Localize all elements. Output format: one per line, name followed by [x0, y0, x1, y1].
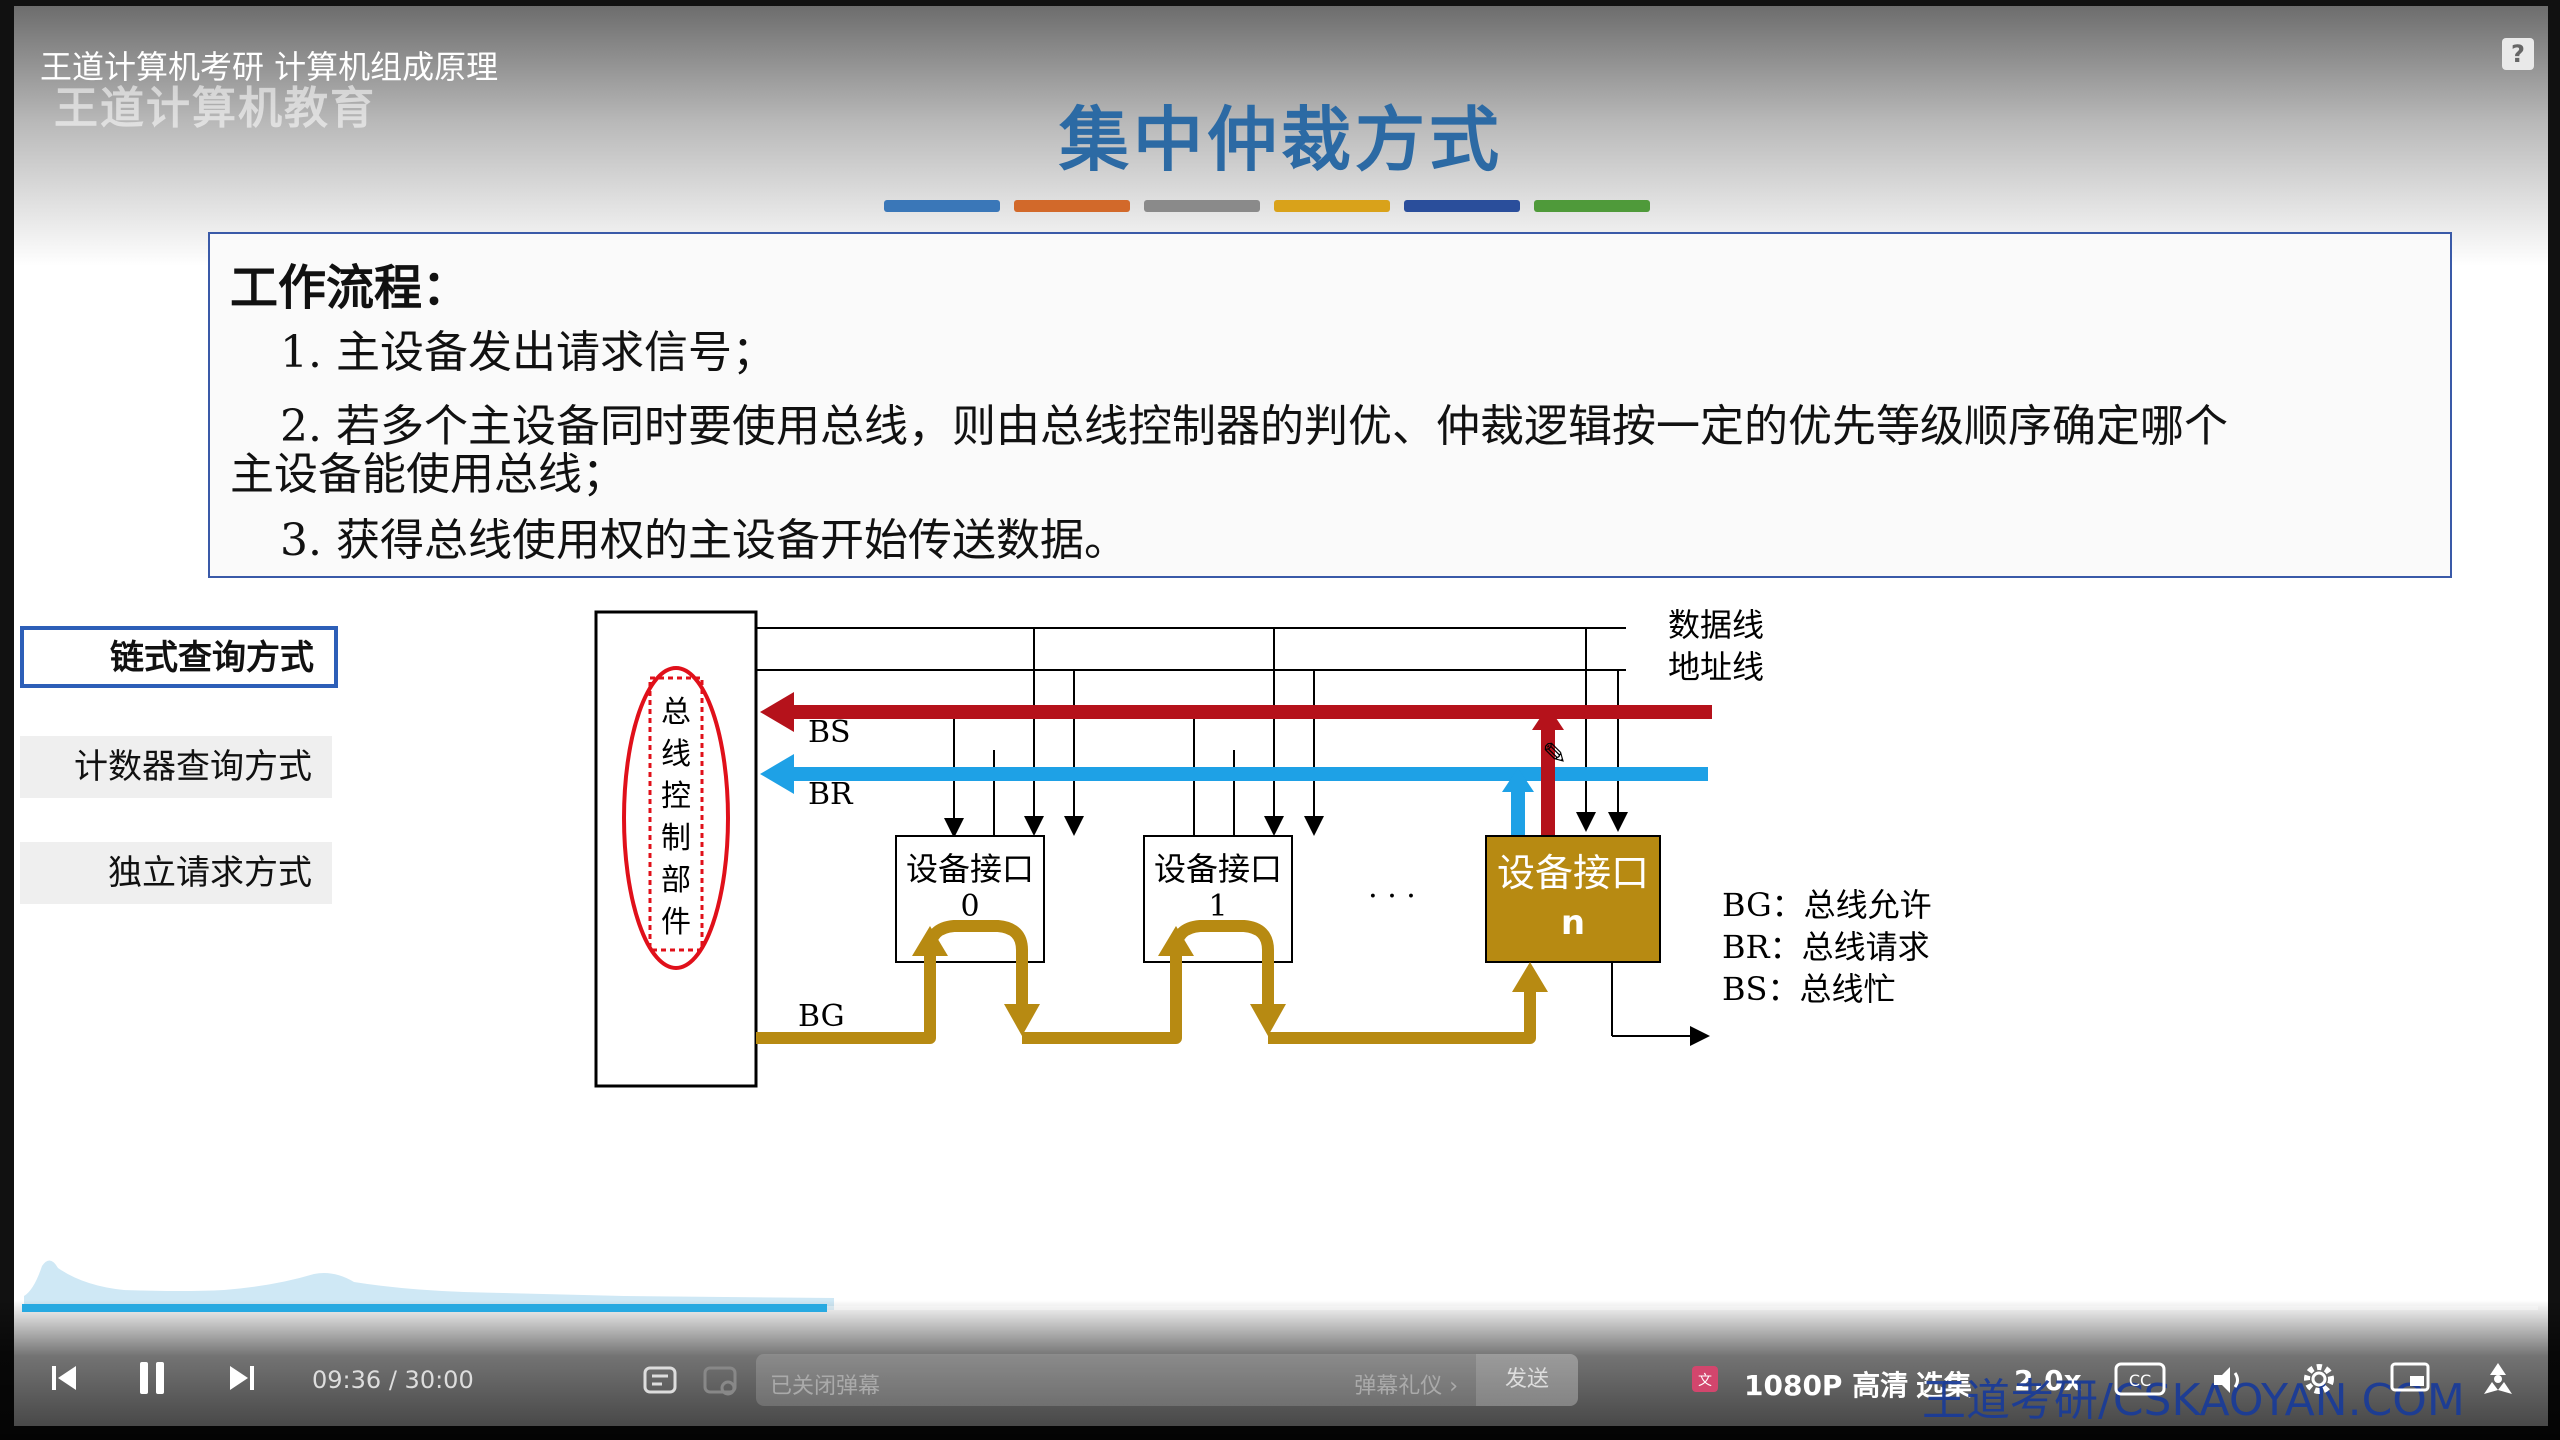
workflow-box: 工作流程： 1. 主设备发出请求信号； 2. 若多个主设备同时要使用总线，则由总…	[208, 232, 2452, 578]
bs-arrowhead	[760, 692, 794, 732]
help-icon[interactable]: ?	[2502, 38, 2534, 70]
controller-char: 控	[661, 779, 691, 814]
menu-item-independent-request[interactable]: 独立请求方式	[20, 842, 332, 904]
controller-char: 件	[661, 905, 691, 940]
translate-icon[interactable]: 文	[1690, 1364, 1720, 1394]
time-separator: /	[388, 1366, 397, 1394]
player-controls	[0, 1300, 2560, 1440]
watermark-bottom-right: 王道考研/CSKAOYAN.COM	[1922, 1375, 2465, 1426]
controller-char: 总	[661, 695, 691, 730]
br-arrowhead	[760, 754, 794, 794]
danmu-settings-icon[interactable]	[702, 1362, 738, 1398]
controller-highlight-circle	[622, 666, 730, 970]
watermark-top-left: 王道计算机教育	[54, 83, 376, 134]
quality-selector[interactable]: 1080P 高清	[1744, 1369, 1909, 1402]
time-display: 09:36 / 30:00	[312, 1366, 474, 1394]
workflow-step: 主设备能使用总线；	[230, 449, 626, 500]
devices-ellipsis: · · ·	[1368, 879, 1416, 914]
picture-in-picture-icon[interactable]	[2390, 1362, 2430, 1396]
progress-track[interactable]	[22, 1306, 2538, 1310]
svg-text:CC: CC	[2129, 1371, 2151, 1390]
accent-bar	[884, 200, 1000, 212]
accent-bar	[1144, 200, 1260, 212]
device-0-label: 设备接口	[906, 850, 1034, 888]
svg-text:文: 文	[1698, 1373, 1712, 1389]
pause-icon[interactable]	[136, 1360, 168, 1396]
speed-selector[interactable]: 2.0x	[2014, 1364, 2082, 1397]
episodes-button[interactable]: 选集	[1916, 1369, 1973, 1402]
workflow-step: 1. 主设备发出请求信号；	[280, 327, 776, 378]
controller-char: 线	[661, 737, 691, 772]
fullscreen-icon[interactable]	[2478, 1360, 2518, 1398]
data-line-label: 数据线	[1668, 606, 1764, 644]
legend-br: BR：总线请求	[1722, 928, 1930, 966]
top-gradient	[14, 6, 2548, 266]
time-total: 30:00	[404, 1366, 474, 1394]
menu-item-counter-query[interactable]: 计数器查询方式	[20, 736, 332, 798]
accent-bar	[1014, 200, 1130, 212]
video-area[interactable]: 集中仲裁方式 王道计算机考研 计算机组成原理 王道计算机教育 ? 工作流程： 1…	[14, 6, 2548, 1426]
legend-bs: BS：总线忙	[1722, 970, 1895, 1008]
title-accent-bars	[884, 200, 1650, 212]
time-current: 09:36	[312, 1366, 382, 1394]
device-n-bs-arrow	[1532, 706, 1564, 730]
bg-label: BG	[798, 999, 845, 1034]
br-label: BR	[808, 777, 854, 812]
subtitle-icon[interactable]: CC	[2114, 1362, 2166, 1396]
volume-icon[interactable]	[2210, 1362, 2246, 1398]
slide-title: 集中仲裁方式	[1059, 98, 1503, 181]
previous-icon[interactable]	[48, 1362, 80, 1394]
device-connectors	[944, 628, 1710, 1046]
device-0-index: 0	[960, 889, 979, 924]
bg-chain	[756, 920, 1536, 1044]
bus-arbitration-diagram: 总 线 控 制 部 件 数据线 地址线	[582, 600, 1958, 1092]
legend-bg: BG：总线允许	[1722, 886, 1932, 924]
accent-bar	[1404, 200, 1520, 212]
next-icon[interactable]	[226, 1362, 258, 1394]
diagram-svg: 总 线 控 制 部 件 数据线 地址线	[594, 606, 1932, 1088]
controller-char: 部	[661, 863, 691, 898]
bg-arrowheads	[912, 926, 1548, 1036]
device-1-label: 设备接口	[1154, 850, 1282, 888]
accent-bar	[1534, 200, 1650, 212]
bus-controller-box	[594, 610, 758, 1088]
danmu-placeholder: 已关闭弹幕	[770, 1374, 881, 1399]
accent-bar	[1274, 200, 1390, 212]
send-button[interactable]: 发送	[1476, 1354, 1578, 1406]
bs-label: BS	[808, 715, 851, 750]
danmu-input[interactable]: 已关闭弹幕 弹幕礼仪 ›	[756, 1354, 1476, 1406]
device-n-index: n	[1561, 903, 1585, 943]
controller-char: 制	[661, 821, 691, 856]
workflow-step: 2. 若多个主设备同时要使用总线，则由总线控制器的判优、仲裁逻辑按一定的优先等级…	[280, 401, 2228, 452]
workflow-step: 3. 获得总线使用权的主设备开始传送数据。	[280, 515, 1128, 566]
menu-item-daisy-chain[interactable]: 链式查询方式	[20, 626, 338, 688]
workflow-heading: 工作流程：	[230, 260, 471, 316]
settings-gear-icon[interactable]	[2300, 1360, 2338, 1398]
pencil-cursor-icon: ✎	[1542, 737, 1567, 772]
audio-waveform	[24, 1260, 834, 1310]
address-line-label: 地址线	[1668, 648, 1764, 686]
device-n-br-arrow	[1502, 768, 1534, 792]
course-title: 王道计算机考研 计算机组成原理	[40, 48, 499, 86]
device-n-label: 设备接口	[1497, 851, 1649, 895]
device-1-index: 1	[1208, 889, 1227, 924]
device-n-box	[1485, 835, 1661, 963]
danmu-etiquette-link[interactable]: 弹幕礼仪 ›	[1354, 1374, 1458, 1399]
danmu-toggle-icon[interactable]	[642, 1362, 678, 1398]
progress-played[interactable]	[22, 1304, 828, 1312]
